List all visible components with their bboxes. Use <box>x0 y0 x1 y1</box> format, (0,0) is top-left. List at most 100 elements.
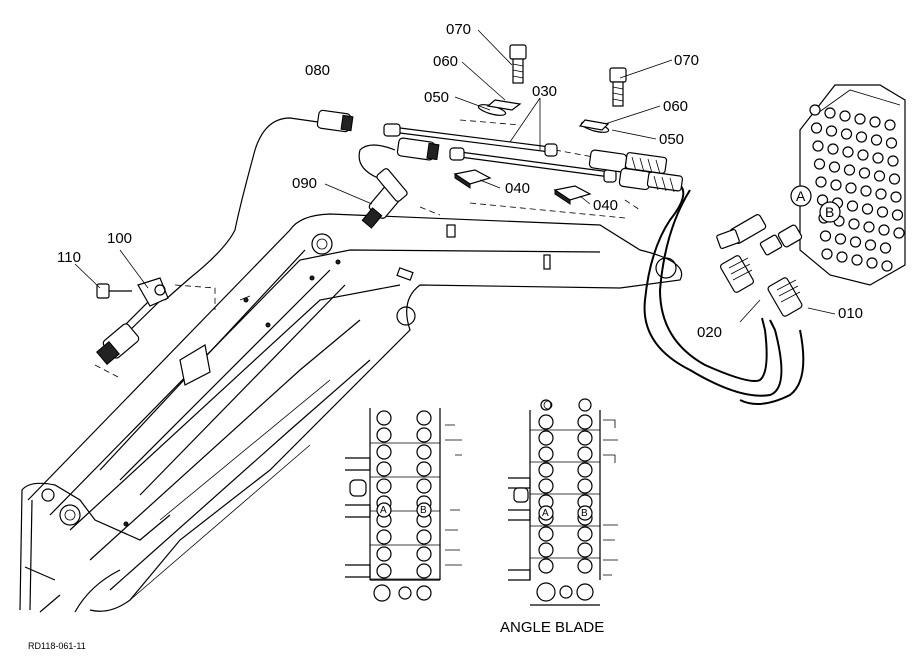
port-circle <box>577 542 593 558</box>
valve-spool <box>849 236 862 248</box>
valve-spool <box>828 161 841 173</box>
port-circle <box>416 563 432 579</box>
label-040-right: 040 <box>593 197 618 214</box>
port-circle <box>416 529 432 545</box>
std-port-b: B <box>420 505 427 516</box>
label-060-right: 060 <box>663 98 688 115</box>
port-circle <box>416 444 432 460</box>
valve-spool <box>881 260 893 272</box>
valve-spool <box>824 107 836 119</box>
valve-spool <box>855 131 868 143</box>
label-010: 010 <box>838 305 863 322</box>
valve-spool <box>840 128 853 140</box>
port-circle <box>536 582 556 602</box>
label-080: 080 <box>305 62 330 79</box>
port-circle <box>538 478 554 494</box>
valve-spool <box>848 218 860 230</box>
steel-tubes-030 <box>383 123 617 183</box>
hydraulic-hoses <box>119 117 805 405</box>
port-circle <box>416 585 432 601</box>
port-circle <box>577 558 593 574</box>
valve-spool <box>885 137 898 149</box>
label-050-left: 050 <box>424 89 449 106</box>
valve-spool <box>810 122 823 134</box>
valve-spool <box>888 173 901 185</box>
valve-spool <box>813 158 826 170</box>
valve-spool <box>839 110 851 122</box>
label-050-right: 050 <box>659 131 684 148</box>
port-circle <box>578 398 592 412</box>
std-port-a: A <box>380 505 387 516</box>
valve-spool <box>890 191 902 203</box>
port-circle <box>376 461 392 477</box>
valve-spool <box>860 185 872 197</box>
port-circle <box>538 526 554 542</box>
angle-port-b: B <box>581 508 588 519</box>
port-circle <box>373 584 391 602</box>
port-circle <box>416 478 432 494</box>
valve-spool <box>875 188 887 200</box>
label-070-right: 070 <box>674 52 699 69</box>
port-circle <box>538 430 554 446</box>
valve-spool <box>821 248 833 260</box>
port-circle <box>577 462 593 478</box>
port-circle <box>559 585 573 599</box>
label-090: 090 <box>292 175 317 192</box>
valve-spool <box>876 206 889 218</box>
valve-spool <box>857 149 869 161</box>
dashed-routing-lines <box>94 119 641 379</box>
valve-spool <box>825 125 838 137</box>
angle-blade-caption: ANGLE BLADE <box>500 619 604 636</box>
valve-spool <box>842 146 854 158</box>
valve-spool <box>884 119 896 131</box>
valve-spool <box>866 257 878 269</box>
port-schematic-standard <box>345 408 462 602</box>
valve-spool <box>845 182 857 194</box>
valve-spool <box>873 170 886 182</box>
label-070-top: 070 <box>446 21 471 38</box>
label-110: 110 <box>57 249 81 266</box>
port-circle <box>538 462 554 478</box>
valve-spool <box>879 242 892 254</box>
valve-spool <box>812 140 824 152</box>
label-020: 020 <box>697 324 722 341</box>
footer-code: RD118-061-11 <box>28 641 86 651</box>
port-circle <box>577 414 593 430</box>
angle-port-a: A <box>542 508 549 519</box>
valve-spool <box>893 227 905 239</box>
port-circle <box>577 446 593 462</box>
valve-spool <box>858 167 871 179</box>
valve-spool <box>891 209 904 221</box>
leader-lines <box>74 29 836 323</box>
port-circle <box>416 546 432 562</box>
label-030: 030 <box>532 83 557 100</box>
label-100: 100 <box>107 230 132 247</box>
port-circle <box>398 586 412 600</box>
port-circle <box>540 399 552 411</box>
port-circle <box>538 446 554 462</box>
boom-arm <box>19 213 683 613</box>
port-circle <box>376 546 392 562</box>
fittings <box>96 44 684 365</box>
port-circle <box>376 427 392 443</box>
port-circle <box>538 558 554 574</box>
valve-spool <box>864 239 877 251</box>
valve-spool <box>834 233 847 245</box>
port-circle <box>538 414 554 430</box>
valve-spool <box>815 176 827 188</box>
port-circle <box>538 542 554 558</box>
port-circle <box>376 563 392 579</box>
part-number-labels: 070 060 080 050 030 070 060 050 090 040 … <box>57 21 863 341</box>
port-circle <box>577 478 593 494</box>
port-circle <box>416 461 432 477</box>
port-circle <box>577 526 593 542</box>
port-circle <box>376 478 392 494</box>
valve-spool <box>870 134 883 146</box>
valve-spool <box>809 104 821 116</box>
label-040-left: 040 <box>505 180 530 197</box>
control-valve <box>716 84 906 317</box>
valve-spool <box>863 221 875 233</box>
port-markers: A B A B A B <box>376 185 841 521</box>
port-circle <box>576 583 594 601</box>
